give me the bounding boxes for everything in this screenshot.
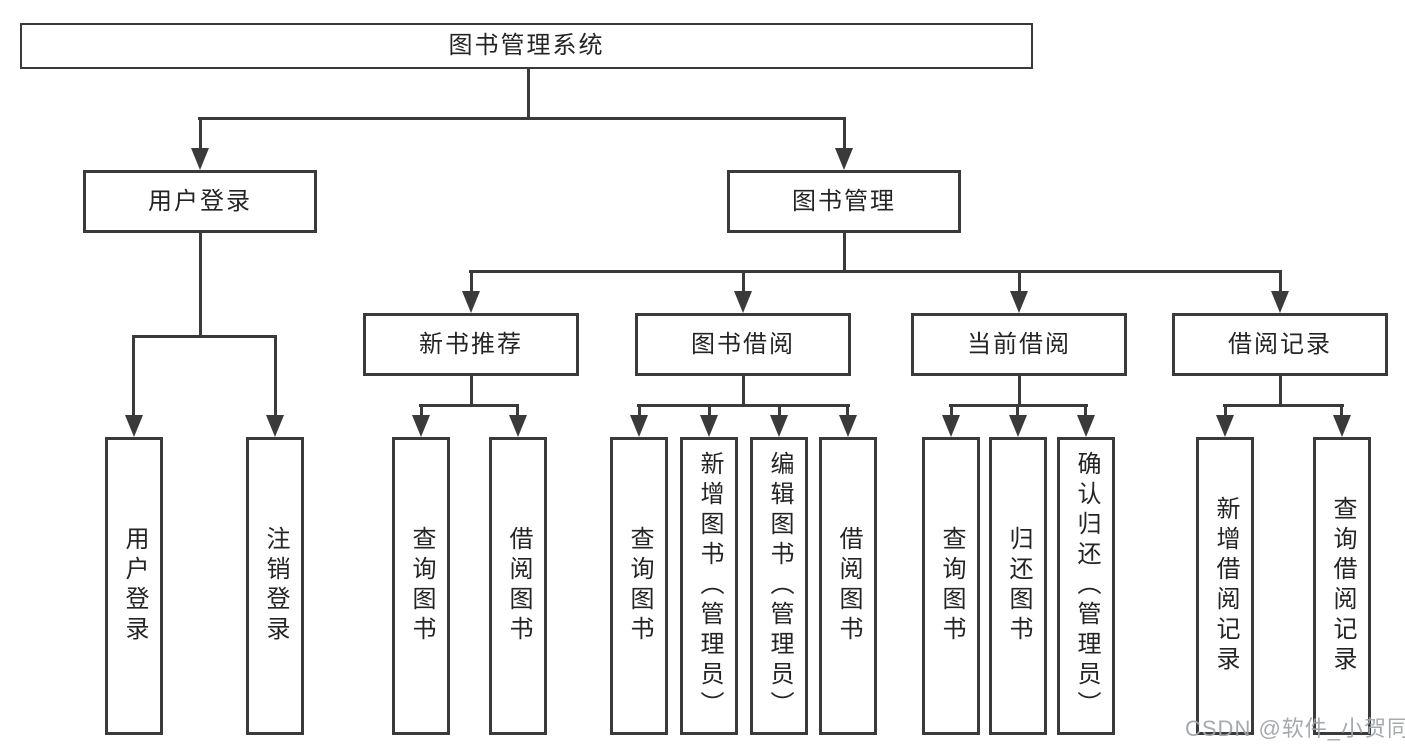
connector-userlogin-leaf-stem bbox=[132, 338, 135, 417]
arrow-down-icon bbox=[942, 415, 960, 437]
connector-userlogin-bar bbox=[132, 335, 277, 338]
leaf-query-books-borrowing: 查询图书 bbox=[610, 437, 668, 735]
leaf-query-books-current: 查询图书 bbox=[922, 437, 980, 735]
connector-leaf-stem bbox=[846, 407, 849, 419]
node-new-book-recommend: 新书推荐 bbox=[363, 313, 579, 376]
arrow-down-icon bbox=[1010, 291, 1028, 313]
arrow-down-icon bbox=[1009, 415, 1027, 437]
connector-level2-bar bbox=[469, 270, 1282, 273]
leaf-edit-book-admin: 编辑图书（管理员） bbox=[750, 437, 808, 735]
node-system-root: 图书管理系统 bbox=[20, 23, 1033, 69]
leaf-query-books-current-label: 查询图书 bbox=[938, 526, 965, 646]
node-current-borrowing-label: 当前借阅 bbox=[967, 330, 1071, 358]
arrow-down-icon bbox=[700, 415, 718, 437]
node-user-login: 用户登录 bbox=[83, 170, 317, 233]
arrow-down-icon bbox=[1271, 291, 1289, 313]
connector-currentborrow-bar bbox=[949, 404, 1088, 407]
connector-leaf-stem bbox=[638, 407, 641, 419]
node-borrowing-records: 借阅记录 bbox=[1172, 313, 1388, 376]
connector-leaf-stem bbox=[1224, 407, 1227, 419]
connector-newbook-stem bbox=[470, 376, 473, 407]
leaf-add-borrow-record: 新增借阅记录 bbox=[1196, 437, 1254, 735]
leaf-query-borrow-record: 查询借阅记录 bbox=[1313, 437, 1371, 735]
node-book-borrowing-label: 图书借阅 bbox=[691, 330, 795, 358]
connector-leaf-stem bbox=[778, 407, 781, 419]
connector-level2-stem bbox=[742, 273, 745, 293]
leaf-user-login-label: 用户登录 bbox=[121, 526, 148, 646]
connector-leaf-stem bbox=[420, 407, 423, 419]
arrow-down-icon bbox=[1216, 415, 1234, 437]
node-current-borrowing: 当前借阅 bbox=[911, 313, 1127, 376]
leaf-borrow-books-recommend-label: 借阅图书 bbox=[505, 526, 532, 646]
leaf-return-book-label: 归还图书 bbox=[1005, 526, 1032, 646]
arrow-down-icon bbox=[462, 291, 480, 313]
arrow-down-icon bbox=[266, 415, 284, 437]
connector-records-bar bbox=[1223, 404, 1344, 407]
node-borrowing-records-label: 借阅记录 bbox=[1228, 330, 1332, 358]
connector-newbook-bar bbox=[419, 404, 519, 407]
connector-level1-stem-right bbox=[843, 120, 846, 150]
connector-leaf-stem bbox=[516, 407, 519, 419]
arrow-down-icon bbox=[125, 415, 143, 437]
leaf-add-borrow-record-label: 新增借阅记录 bbox=[1212, 496, 1239, 676]
connector-userlogin-leaf-stem bbox=[274, 338, 277, 417]
arrow-down-icon bbox=[412, 415, 430, 437]
leaf-add-book-admin-label: 新增图书（管理员） bbox=[696, 451, 723, 721]
arrow-down-icon bbox=[1333, 415, 1351, 437]
connector-leaf-stem bbox=[1016, 407, 1019, 419]
leaf-borrow-books-borrowing: 借阅图书 bbox=[819, 437, 877, 735]
arrow-down-icon bbox=[734, 291, 752, 313]
arrow-down-icon bbox=[509, 415, 527, 437]
leaf-return-book: 归还图书 bbox=[989, 437, 1047, 735]
leaf-query-borrow-record-label: 查询借阅记录 bbox=[1329, 496, 1356, 676]
leaf-user-login: 用户登录 bbox=[105, 437, 163, 735]
arrow-down-icon bbox=[191, 148, 209, 170]
connector-root-stem bbox=[527, 69, 530, 120]
connector-level2-stem bbox=[1279, 273, 1282, 293]
arrow-down-icon bbox=[770, 415, 788, 437]
connector-leaf-stem bbox=[1340, 407, 1343, 419]
leaf-add-book-admin: 新增图书（管理员） bbox=[680, 437, 738, 735]
node-user-login-label: 用户登录 bbox=[148, 187, 252, 215]
leaf-query-books-borrowing-label: 查询图书 bbox=[626, 526, 653, 646]
leaf-query-books-recommend-label: 查询图书 bbox=[408, 526, 435, 646]
arrow-down-icon bbox=[835, 148, 853, 170]
connector-level2-stem bbox=[470, 273, 473, 293]
connector-leaf-stem bbox=[1084, 407, 1087, 419]
node-book-borrowing: 图书借阅 bbox=[635, 313, 851, 376]
leaf-query-books-recommend: 查询图书 bbox=[392, 437, 450, 735]
leaf-borrow-books-recommend: 借阅图书 bbox=[489, 437, 547, 735]
connector-bookborrow-bar bbox=[637, 404, 850, 407]
leaf-confirm-return-admin-label: 确认归还（管理员） bbox=[1073, 451, 1100, 721]
csdn-watermark: CSDN @软件_小贺同学 bbox=[1185, 716, 1405, 741]
leaf-edit-book-admin-label: 编辑图书（管理员） bbox=[766, 451, 793, 721]
leaf-confirm-return-admin: 确认归还（管理员） bbox=[1057, 437, 1115, 735]
node-book-management-label: 图书管理 bbox=[792, 187, 896, 215]
node-book-management: 图书管理 bbox=[727, 170, 961, 233]
node-system-root-label: 图书管理系统 bbox=[448, 32, 605, 59]
connector-level1-bar bbox=[198, 117, 846, 120]
arrow-down-icon bbox=[630, 415, 648, 437]
arrow-down-icon bbox=[1077, 415, 1095, 437]
connector-level2-stem bbox=[1018, 273, 1021, 293]
leaf-logout: 注销登录 bbox=[246, 437, 304, 735]
connector-level1-stem-left bbox=[199, 120, 202, 150]
leaf-logout-label: 注销登录 bbox=[262, 526, 289, 646]
connector-bookborrow-stem bbox=[742, 376, 745, 407]
node-new-book-recommend-label: 新书推荐 bbox=[419, 330, 523, 358]
connector-currentborrow-stem bbox=[1018, 376, 1021, 407]
connector-leaf-stem bbox=[950, 407, 953, 419]
connector-leaf-stem bbox=[708, 407, 711, 419]
connector-records-stem bbox=[1279, 376, 1282, 407]
connector-userlogin-stem bbox=[199, 233, 202, 338]
connector-bookmgmt-stem bbox=[843, 233, 846, 273]
leaf-borrow-books-borrowing-label: 借阅图书 bbox=[835, 526, 862, 646]
arrow-down-icon bbox=[839, 415, 857, 437]
